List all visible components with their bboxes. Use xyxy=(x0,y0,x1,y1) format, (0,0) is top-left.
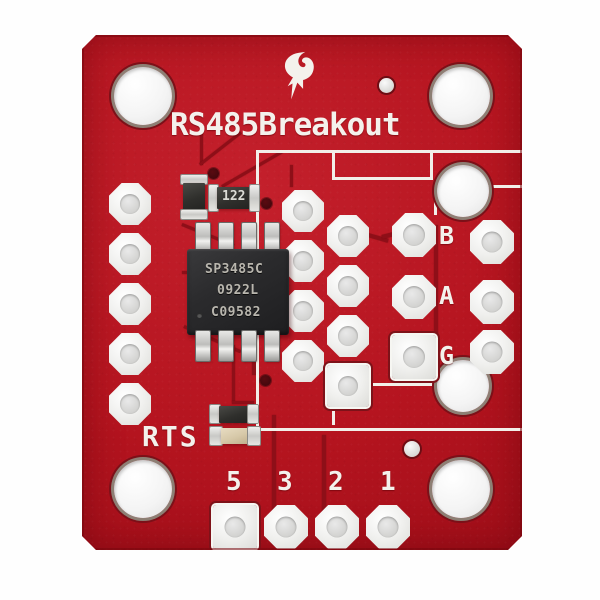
trace-bottom-col-2 xyxy=(322,435,326,545)
smd-resistor-122 xyxy=(217,187,251,209)
mid-col-a-pad-3[interactable] xyxy=(282,290,324,332)
silk-inner-step-1 xyxy=(332,150,335,180)
rts-jumper-component xyxy=(221,428,249,444)
ic-pin-8 xyxy=(196,223,210,253)
mounting-hole-top-left xyxy=(114,67,172,125)
terminal-label-g: G xyxy=(439,341,455,370)
mid-col-b-pad-4-square[interactable] xyxy=(327,365,369,407)
terminal-label-b: B xyxy=(439,221,455,250)
smd-resistor-vertical xyxy=(183,183,205,211)
silk-lower-step-1 xyxy=(332,383,444,386)
via-silk-left xyxy=(208,168,219,179)
board-title-silkscreen: RS485Breakout xyxy=(170,107,400,143)
trace-mid-vert-1 xyxy=(290,165,293,187)
smd-horizontal-pad-left xyxy=(209,185,218,211)
ic-pin-5 xyxy=(265,223,279,253)
ic-pin-6 xyxy=(242,223,256,253)
via-top-center xyxy=(379,78,394,93)
ic-pin-2 xyxy=(219,331,233,361)
right-edge-pad-3[interactable] xyxy=(470,330,514,374)
trace-rts-feed xyxy=(232,401,254,404)
silk-notch-top xyxy=(332,150,472,153)
terminal-label-a: A xyxy=(439,281,455,310)
header-label-5: 5 xyxy=(226,467,242,497)
mid-col-a-pad-2[interactable] xyxy=(282,240,324,282)
left-header-pad-5[interactable] xyxy=(109,383,151,425)
mid-col-b-pad-1[interactable] xyxy=(327,215,369,257)
bottom-header-pad-2[interactable] xyxy=(315,505,359,549)
terminal-pad-b[interactable] xyxy=(392,213,436,257)
sparkfun-flame-logo xyxy=(278,51,322,106)
mounting-hole-bottom-right xyxy=(432,460,490,518)
silk-inner-step-3 xyxy=(430,150,433,180)
mid-col-b-pad-3[interactable] xyxy=(327,315,369,357)
ic-marking-line3: C09582 xyxy=(211,305,261,320)
ic-pin-4 xyxy=(265,331,279,361)
left-header-pad-3[interactable] xyxy=(109,283,151,325)
trace-bottom-col xyxy=(272,415,276,545)
mid-col-b-pad-2[interactable] xyxy=(327,265,369,307)
smd-vertical-pad-bottom xyxy=(181,210,207,219)
ic-marking-line2: 0922L xyxy=(217,283,259,298)
right-edge-pad-2[interactable] xyxy=(470,280,514,324)
rts-lower-pad-left xyxy=(210,427,222,445)
left-header-pad-4[interactable] xyxy=(109,333,151,375)
terminal-pad-g-square[interactable] xyxy=(392,335,436,379)
ic-pin-3 xyxy=(242,331,256,361)
smd-resistor-value-label: 122 xyxy=(222,189,246,204)
pcb-board: 122 SP3485C 0922L C09582 RS485Breakout B… xyxy=(82,35,522,550)
trace-ic-bottom xyxy=(232,345,235,403)
ic-pin-1 xyxy=(196,331,210,361)
ic-pin-7 xyxy=(219,223,233,253)
rts-upper-pad-left xyxy=(210,405,220,423)
rts-label: RTS xyxy=(142,420,199,453)
left-header-pad-2[interactable] xyxy=(109,233,151,275)
terminal-pad-a[interactable] xyxy=(392,275,436,319)
via-ic-below xyxy=(260,375,271,386)
header-label-1: 1 xyxy=(380,467,396,497)
via-bottom-right xyxy=(404,441,420,457)
header-label-3: 3 xyxy=(277,467,293,497)
right-edge-pad-1[interactable] xyxy=(470,220,514,264)
bottom-header-pad-1[interactable] xyxy=(366,505,410,549)
silk-right-edge-top xyxy=(434,187,437,215)
rts-lower-pad-right xyxy=(248,427,260,445)
ic-pin1-dot xyxy=(197,313,202,318)
via-resistor-right xyxy=(261,198,272,209)
header-label-2: 2 xyxy=(328,467,344,497)
mid-col-a-pad-4[interactable] xyxy=(282,340,324,382)
silk-inner-step-2 xyxy=(332,177,432,180)
trace-top-left-1 xyxy=(200,127,203,165)
mounting-hole-top-right xyxy=(432,67,490,125)
rts-upper-component xyxy=(219,406,249,423)
mounting-hole-right-upper xyxy=(437,165,489,217)
ic-sp3485c: SP3485C 0922L C09582 xyxy=(187,249,289,335)
bottom-header-pad-5-square[interactable] xyxy=(213,505,257,549)
smd-horizontal-pad-right xyxy=(250,185,259,211)
ic-marking-line1: SP3485C xyxy=(205,262,264,277)
rts-upper-pad-right xyxy=(248,405,258,423)
smd-vertical-pad-top xyxy=(181,175,207,184)
mid-col-a-pad-1[interactable] xyxy=(282,190,324,232)
left-header-pad-1[interactable] xyxy=(109,183,151,225)
bottom-header-pad-3[interactable] xyxy=(264,505,308,549)
mounting-hole-bottom-left xyxy=(114,460,172,518)
trace-bag-col xyxy=(434,225,438,355)
